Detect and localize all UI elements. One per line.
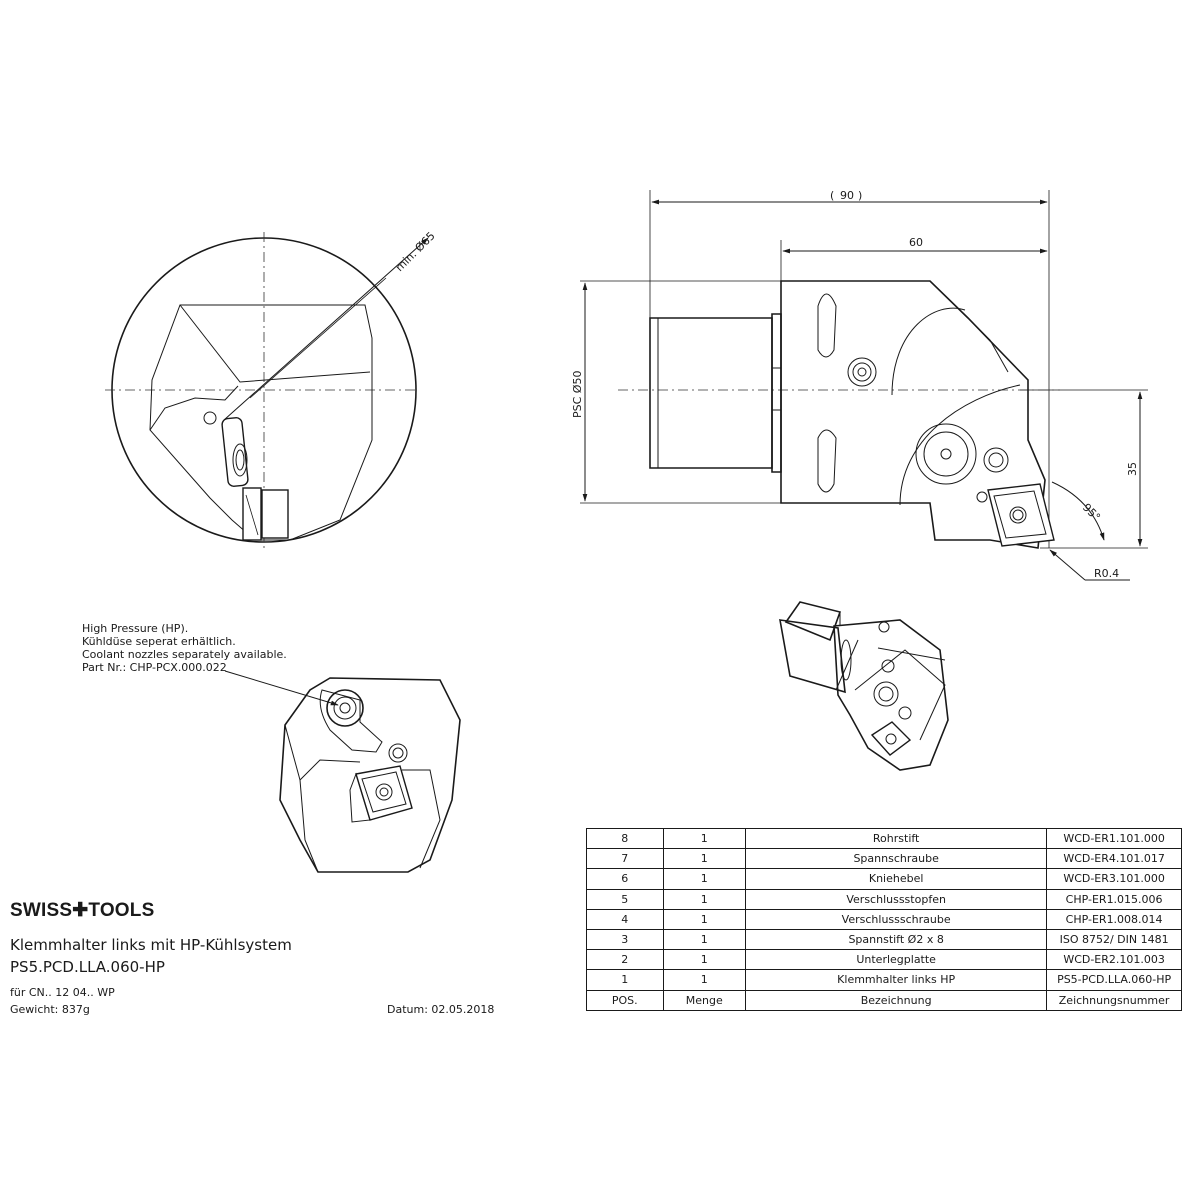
hp-note: High Pressure (HP). Kühldüse seperat erh… — [82, 622, 287, 674]
bom-description: Rohrstift — [745, 827, 1048, 850]
bom-row: 8 1 Rohrstift WCD-ER1.101.000 — [586, 827, 1182, 850]
bom-header-qty: Menge — [662, 989, 747, 1011]
bom-header-drawing-number: Zeichnungsnummer — [1046, 989, 1182, 1011]
bom-qty: 1 — [662, 827, 747, 850]
dim-shank: PSC Ø50 — [571, 371, 584, 418]
bom-pos: 7 — [586, 848, 664, 870]
bom-drawing-number: CHP-ER1.015.006 — [1046, 888, 1182, 910]
hp-note-line: Kühldüse seperat erhältlich. — [82, 635, 236, 648]
bom-pos: 4 — [586, 908, 664, 930]
svg-text:(: ( — [830, 189, 834, 202]
dim-overall-length: 90 — [840, 189, 854, 202]
bom-row: 4 1 Verschlussschraube CHP-ER1.008.014 — [586, 908, 1182, 930]
bom-header-pos: POS. — [586, 989, 664, 1011]
hp-detail-view — [224, 670, 461, 873]
bom-pos: 8 — [586, 827, 664, 850]
bom-qty: 1 — [662, 848, 747, 870]
bill-of-materials: 8 1 Rohrstift WCD-ER1.101.000 7 1 Spanns… — [586, 827, 1182, 1011]
bom-pos: 6 — [586, 868, 664, 890]
bom-description: Kniehebel — [745, 868, 1048, 890]
hp-note-line: Coolant nozzles separately available. — [82, 648, 287, 661]
hp-note-line: Part Nr.: CHP-PCX.000.022 — [82, 661, 227, 674]
bom-description: Verschlussstopfen — [745, 888, 1048, 910]
bom-header-description: Bezeichnung — [745, 989, 1048, 1011]
bom-description: Unterlegplatte — [745, 949, 1048, 971]
bom-description: Spannstift Ø2 x 8 — [745, 928, 1048, 951]
front-view: min. Ø65 — [105, 229, 438, 548]
bom-pos: 5 — [586, 888, 664, 910]
bom-row: 1 1 Klemmhalter links HP PS5-PCD.LLA.060… — [586, 969, 1182, 991]
bom-description: Spannschraube — [745, 848, 1048, 870]
side-view: ( 90 ) 60 PSC Ø50 35 — [571, 189, 1148, 581]
drawing-date: Datum: 02.05.2018 — [387, 1003, 495, 1016]
isometric-view — [779, 601, 949, 771]
bom-row: 3 1 Spannstift Ø2 x 8 ISO 8752/ DIN 1481 — [586, 928, 1182, 951]
svg-text:): ) — [858, 189, 862, 202]
drawing-part-number: PS5.PCD.LLA.060-HP — [10, 958, 165, 976]
bom-drawing-number: WCD-ER2.101.003 — [1046, 949, 1182, 971]
bom-qty: 1 — [662, 928, 747, 951]
hp-note-line: High Pressure (HP). — [82, 622, 189, 635]
bom-qty: 1 — [662, 969, 747, 991]
bom-qty: 1 — [662, 949, 747, 971]
bom-description: Klemmhalter links HP — [745, 969, 1048, 991]
bom-drawing-number: WCD-ER3.101.000 — [1046, 868, 1182, 890]
bom-pos: 2 — [586, 949, 664, 971]
bom-drawing-number: PS5-PCD.LLA.060-HP — [1046, 969, 1182, 991]
bom-row: 7 1 Spannschraube WCD-ER4.101.017 — [586, 848, 1182, 870]
dim-radius: R0.4 — [1094, 567, 1119, 580]
bom-description: Verschlussschraube — [745, 908, 1048, 930]
bom-drawing-number: CHP-ER1.008.014 — [1046, 908, 1182, 930]
dim-head-length: 60 — [909, 236, 923, 249]
drawing-insert-spec: für CN.. 12 04.. WP — [10, 986, 115, 999]
drawing-title: Klemmhalter links mit HP-Kühlsystem — [10, 936, 292, 954]
bom-header-row: POS. Menge Bezeichnung Zeichnungsnummer — [586, 989, 1182, 1011]
bom-drawing-number: WCD-ER1.101.000 — [1046, 827, 1182, 850]
bom-row: 6 1 Kniehebel WCD-ER3.101.000 — [586, 868, 1182, 890]
dim-height: 35 — [1126, 462, 1139, 476]
bom-pos: 1 — [586, 969, 664, 991]
bom-row: 5 1 Verschlussstopfen CHP-ER1.015.006 — [586, 888, 1182, 910]
drawing-weight: Gewicht: 837g — [10, 1003, 90, 1016]
brand-logo: SWISS✚TOOLS — [10, 900, 155, 921]
bom-row: 2 1 Unterlegplatte WCD-ER2.101.003 — [586, 949, 1182, 971]
bom-qty: 1 — [662, 908, 747, 930]
bom-qty: 1 — [662, 868, 747, 890]
bom-qty: 1 — [662, 888, 747, 910]
bom-pos: 3 — [586, 928, 664, 951]
bom-drawing-number: WCD-ER4.101.017 — [1046, 848, 1182, 870]
min-diameter-label: min. Ø65 — [393, 229, 438, 274]
bom-drawing-number: ISO 8752/ DIN 1481 — [1046, 928, 1182, 951]
